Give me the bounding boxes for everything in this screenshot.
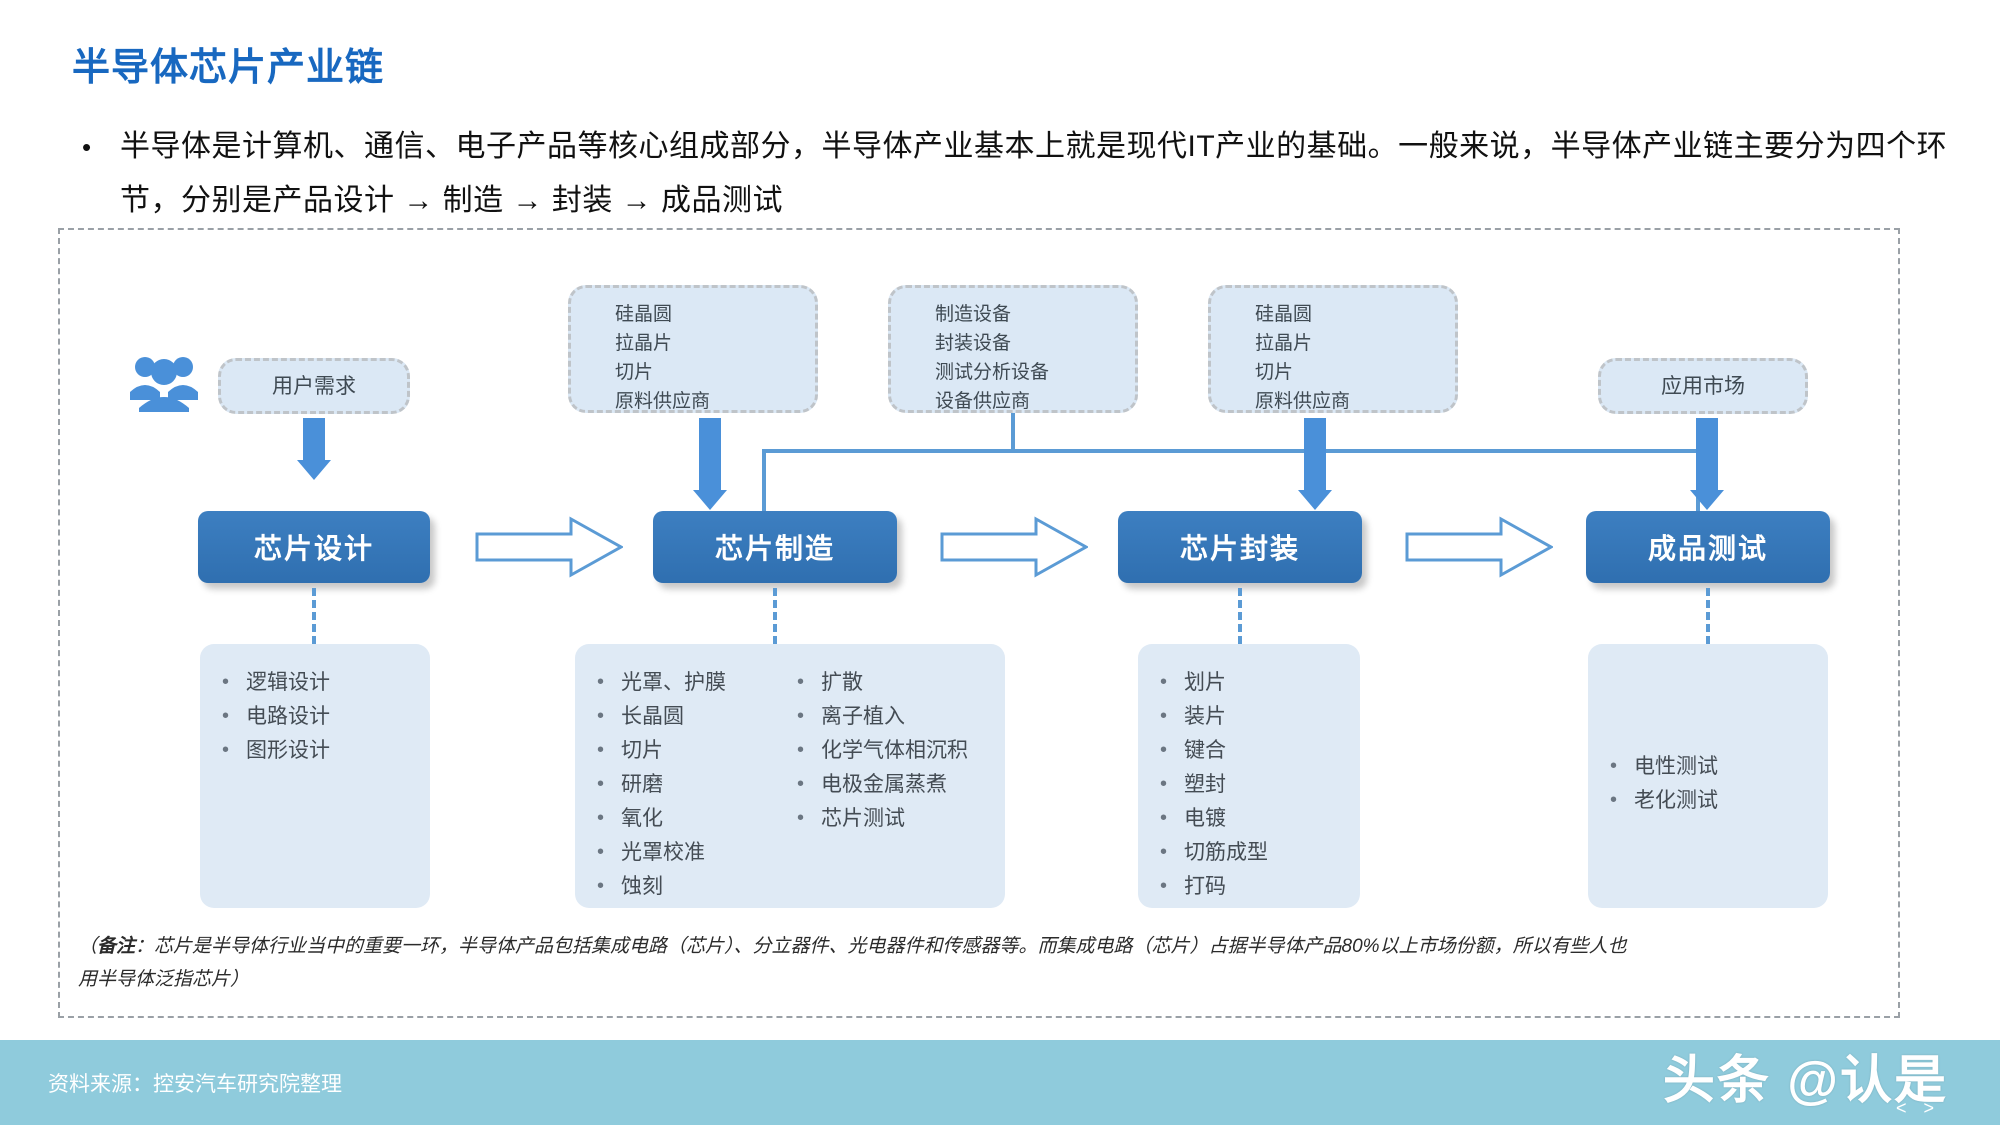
stage-box-chip-manufacture[interactable]: 芯片制造: [653, 511, 897, 583]
detail-list-design-col1: 逻辑设计 电路设计 图形设计: [200, 665, 330, 768]
source-label: 用户需求: [272, 374, 356, 398]
detail-box-manufacture: 光罩、护膜 长晶圆 切片 研磨 氧化 光罩校准 蚀刻 扩散 离子植入 化学气体相…: [575, 644, 1005, 908]
connector-equipment-drop: [1011, 413, 1015, 451]
footer-bar: [0, 1040, 2000, 1125]
list-item: 打码: [1138, 869, 1268, 904]
list-item: 切筋成型: [1138, 835, 1268, 870]
detail-box-package: 划片 装片 键合 塑封 电镀 切筋成型 打码: [1138, 644, 1360, 908]
dashed-connector-test: [1706, 588, 1710, 644]
stage-box-chip-design[interactable]: 芯片设计: [198, 511, 430, 583]
list-item: 离子植入: [775, 699, 1005, 734]
page-title: 半导体芯片产业链: [72, 47, 385, 89]
source-line: 拉晶片: [1255, 333, 1313, 354]
users-icon: [130, 357, 198, 412]
source-box-application-market[interactable]: 应用市场: [1598, 358, 1808, 414]
detail-box-design: 逻辑设计 电路设计 图形设计: [200, 644, 430, 908]
source-line: 设备供应商: [935, 391, 1031, 412]
dashed-connector-manufacture: [773, 588, 777, 644]
detail-list-test-col1: 电性测试 老化测试: [1588, 749, 1718, 818]
flow-arrow-design-to-manufacture: [475, 516, 623, 578]
source-line: 拉晶片: [615, 333, 673, 354]
lead-text: 半导体是计算机、通信、电子产品等核心组成部分，半导体产业基本上就是现代IT产业的…: [120, 130, 1948, 217]
list-item: 芯片测试: [775, 801, 1005, 836]
list-item: 化学气体相沉积: [775, 733, 1005, 768]
list-item: 图形设计: [200, 733, 330, 768]
source-line: 切片: [1255, 362, 1294, 383]
connector-horizontal-bus: [762, 449, 1700, 453]
list-item: 光罩校准: [575, 835, 775, 870]
source-line: 制造设备: [935, 304, 1012, 325]
list-item: 逻辑设计: [200, 665, 330, 700]
stage-box-final-test[interactable]: 成品测试: [1586, 511, 1830, 583]
stage-label: 成品测试: [1647, 533, 1768, 564]
down-arrow-application-market: [1690, 418, 1724, 510]
footnote-line-1: （备注：芯片是半导体行业当中的重要一环，半导体产品包括集成电路（芯片）、分立器件…: [78, 930, 1878, 963]
detail-box-test: 电性测试 老化测试: [1588, 644, 1828, 908]
detail-list-manufacture-col1: 光罩、护膜 长晶圆 切片 研磨 氧化 光罩校准 蚀刻: [575, 665, 775, 904]
list-item: 老化测试: [1588, 783, 1718, 818]
down-arrow-user-demand: [297, 418, 331, 480]
source-line: 切片: [615, 362, 654, 383]
list-item: 装片: [1138, 699, 1268, 734]
source-line: 测试分析设备: [935, 362, 1050, 383]
list-item: 光罩、护膜: [575, 665, 775, 700]
footnote-line-1-text: （备注：芯片是半导体行业当中的重要一环，半导体产品包括集成电路（芯片）、分立器件…: [78, 936, 1627, 957]
list-item: 长晶圆: [575, 699, 775, 734]
connector-bus-to-manufacture: [762, 449, 766, 511]
source-line: 原料供应商: [615, 391, 711, 412]
list-item: 研磨: [575, 767, 775, 802]
lead-bullet-marker: •: [82, 132, 92, 162]
flow-arrow-package-to-test: [1405, 516, 1553, 578]
source-box-wafer-supply-2[interactable]: 硅晶圆 拉晶片 切片 原料供应商: [1208, 285, 1458, 413]
source-label: 应用市场: [1661, 374, 1745, 398]
list-item: 电镀: [1138, 801, 1268, 836]
dashed-connector-package: [1238, 588, 1242, 644]
stage-box-chip-package[interactable]: 芯片封装: [1118, 511, 1362, 583]
flow-arrow-manufacture-to-package: [940, 516, 1088, 578]
lead-paragraph: • 半导体是计算机、通信、电子产品等核心组成部分，半导体产业基本上就是现代IT产…: [72, 120, 1952, 228]
list-item: 氧化: [575, 801, 775, 836]
dashed-connector-design: [312, 588, 316, 644]
list-item: 电路设计: [200, 699, 330, 734]
detail-list-manufacture-col2: 扩散 离子植入 化学气体相沉积 电极金属蒸煮 芯片测试: [775, 665, 1005, 904]
list-item: 划片: [1138, 665, 1268, 700]
list-item: 扩散: [775, 665, 1005, 700]
list-item: 塑封: [1138, 767, 1268, 802]
stage-label: 芯片设计: [253, 533, 374, 564]
list-item: 蚀刻: [575, 869, 775, 904]
source-line: 封装设备: [935, 333, 1012, 354]
source-credit: 资料来源：控安汽车研究院整理: [48, 1073, 342, 1096]
list-item: 切片: [575, 733, 775, 768]
source-line: 原料供应商: [1255, 391, 1351, 412]
list-item: 键合: [1138, 733, 1268, 768]
detail-list-package-col1: 划片 装片 键合 塑封 电镀 切筋成型 打码: [1138, 665, 1268, 904]
list-item: 电性测试: [1588, 749, 1718, 784]
down-arrow-wafer-1: [693, 418, 727, 510]
source-line: 硅晶圆: [615, 304, 673, 325]
footnote: （备注：芯片是半导体行业当中的重要一环，半导体产品包括集成电路（芯片）、分立器件…: [78, 930, 1878, 996]
footnote-line-2: 用半导体泛指芯片）: [78, 969, 250, 990]
source-box-wafer-supply-1[interactable]: 硅晶圆 拉晶片 切片 原料供应商: [568, 285, 818, 413]
source-line: 硅晶圆: [1255, 304, 1313, 325]
source-box-equipment-supply[interactable]: 制造设备 封装设备 测试分析设备 设备供应商: [888, 285, 1138, 413]
stage-label: 芯片制造: [714, 533, 835, 564]
list-item: 电极金属蒸煮: [775, 767, 1005, 802]
down-arrow-wafer-2: [1298, 418, 1332, 510]
watermark-logo: 头条 @认是: [1662, 1052, 1948, 1110]
watermark-sub: < >: [1895, 1098, 1940, 1118]
stage-label: 芯片封装: [1179, 533, 1300, 564]
source-box-user-demand[interactable]: 用户需求: [218, 358, 410, 414]
